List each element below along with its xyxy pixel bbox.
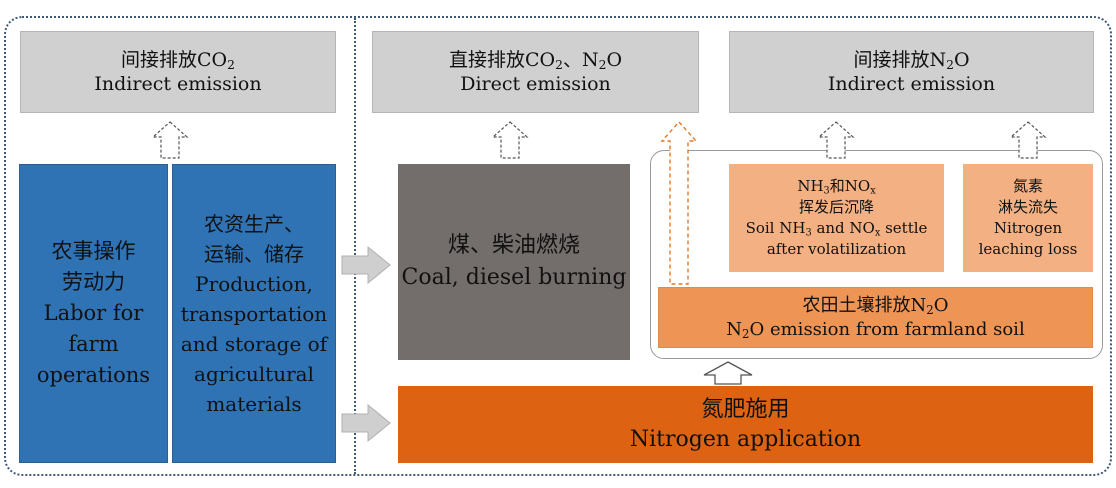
nitrogen-application-zh-label: 氮肥施用 xyxy=(701,396,790,422)
farmland-en-label: N2O emission from farmland soil xyxy=(726,318,1025,341)
farmland-zh-label: 农田土壤排放N2O xyxy=(802,294,949,317)
coal-diesel-zh-label: 煤、柴油燃烧 xyxy=(447,233,580,258)
labor-en-line-1: Labor for xyxy=(43,301,144,325)
farmland-n2o-emission-box: 农田土壤排放N2O N2O emission from farmland soi… xyxy=(658,287,1093,348)
labor-zh-line-2: 劳动力 xyxy=(62,270,125,294)
nh3-nox-zh-line-2: 挥发后沉降 xyxy=(798,198,874,216)
outer-dotted-frame xyxy=(4,16,1112,476)
direct-emission-en-label: Direct emission xyxy=(460,73,611,95)
leaching-en-line-2: leaching loss xyxy=(978,240,1078,258)
leaching-en-line-1: Nitrogen xyxy=(993,219,1063,237)
production-en-line-2: transportation xyxy=(180,301,328,326)
direct-emission-box: 直接排放CO2、N2O Direct emission xyxy=(372,31,699,113)
nitrogen-leaching-box: 氮素 淋失流失 Nitrogen leaching loss xyxy=(963,164,1093,272)
indirect-co2-en-label: Indirect emission xyxy=(94,73,262,95)
production-zh-line-2: 运输、储存 xyxy=(204,241,304,266)
nh3-nox-zh-line-1: NH3和NOx xyxy=(797,177,876,197)
direct-emission-zh-label: 直接排放CO2、N2O xyxy=(448,49,623,73)
leaching-zh-line-2: 淋失流失 xyxy=(997,198,1058,216)
nitrogen-application-box: 氮肥施用 Nitrogen application xyxy=(398,386,1093,463)
production-en-line-4: agricultural xyxy=(194,361,314,386)
production-en-line-3: and storage of xyxy=(180,331,328,356)
production-box: 农资生产、 运输、储存 Production, transportation a… xyxy=(172,164,336,463)
nh3-nox-en-line-2: after volatilization xyxy=(766,240,907,258)
nh3-nox-en-line-1: Soil NH3 and NOx settle xyxy=(745,219,928,239)
indirect-n2o-en-label: Indirect emission xyxy=(827,73,996,95)
labor-en-line-3: operations xyxy=(36,363,151,387)
coal-diesel-en-label: Coal, diesel burning xyxy=(401,265,627,290)
nitrogen-application-en-label: Nitrogen application xyxy=(629,426,862,452)
indirect-n2o-emission-box: 间接排放N2O Indirect emission xyxy=(729,31,1094,113)
soil-emission-container xyxy=(650,150,1103,359)
production-en-line-5: materials xyxy=(206,391,302,416)
section-divider xyxy=(354,18,356,474)
production-en-line-1: Production, xyxy=(195,271,313,296)
indirect-co2-zh-label: 间接排放CO2 xyxy=(121,49,235,73)
leaching-zh-line-1: 氮素 xyxy=(1012,177,1043,195)
labor-box: 农事操作 劳动力 Labor for farm operations xyxy=(19,164,168,463)
labor-en-line-2: farm xyxy=(68,332,119,356)
production-zh-line-1: 农资生产、 xyxy=(204,211,304,236)
indirect-n2o-zh-label: 间接排放N2O xyxy=(853,49,970,73)
coal-diesel-box: 煤、柴油燃烧 Coal, diesel burning xyxy=(398,164,630,360)
indirect-co2-emission-box: 间接排放CO2 Indirect emission xyxy=(20,31,336,113)
nh3-nox-deposition-box: NH3和NOx 挥发后沉降 Soil NH3 and NOx settle af… xyxy=(729,164,944,272)
labor-zh-line-1: 农事操作 xyxy=(51,239,136,263)
